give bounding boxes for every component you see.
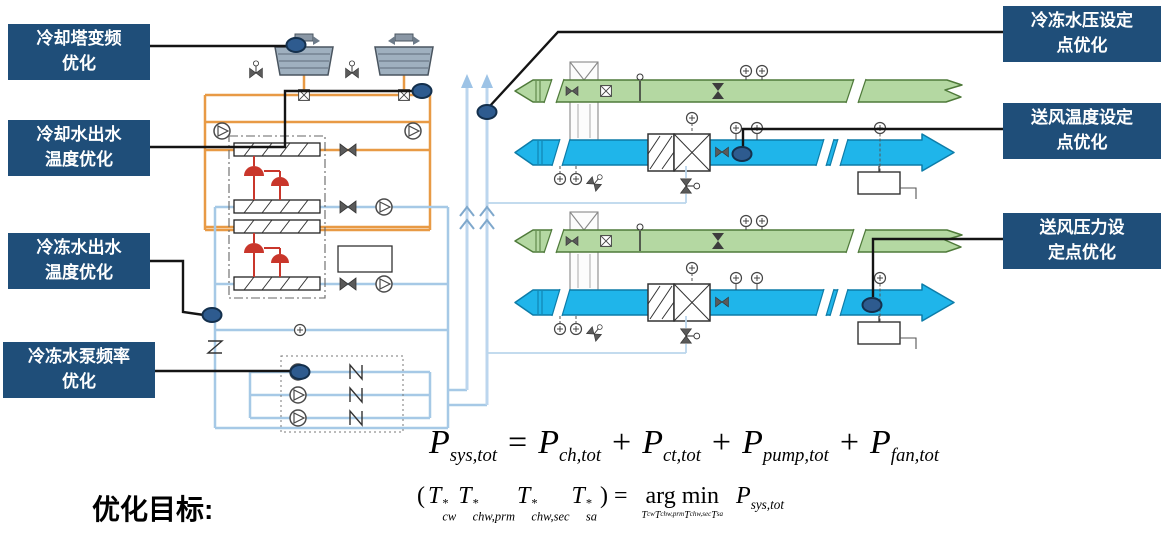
- callout-supply-air-temp-setpoint: 送风温度设定 点优化: [1003, 103, 1161, 159]
- callout-supply-air-pressure-setpoint: 送风压力设 定点优化: [1003, 213, 1161, 269]
- valve-icon: [339, 200, 357, 214]
- formula-term: Pch,tot: [538, 424, 602, 466]
- heat-exchanger-box: [337, 245, 393, 273]
- callout-line: 冷却水出水: [36, 125, 122, 145]
- formula-term: T*chw,prm: [458, 483, 515, 524]
- subscript: fan,tot: [890, 444, 940, 466]
- callout-line: 送风压力设: [1039, 218, 1125, 238]
- measurement-point-chilled-water-outlet: [201, 307, 223, 323]
- formula-term: Psys,tot: [736, 483, 785, 512]
- callout-line: 点优化: [1056, 133, 1108, 152]
- measurement-point-cooling-water-outlet: [411, 83, 433, 99]
- formula-term: Pfan,tot: [870, 424, 940, 466]
- chilled-water-risers: [459, 74, 495, 405]
- callout-line: 优化: [62, 372, 96, 391]
- callout-line: 点优化: [1056, 36, 1108, 55]
- valve-icon: [339, 143, 357, 157]
- callout-line: 冷却塔变频: [36, 29, 122, 49]
- chw-pump-icon: [289, 386, 307, 404]
- open-paren: (: [417, 483, 425, 509]
- callout-chilled-water-outlet-temp: 冷冻水出水 温度优化: [8, 233, 150, 289]
- callout-cooling-tower-vfd: 冷却塔变频 优化: [8, 24, 150, 80]
- chw-pump-group: [280, 355, 404, 433]
- subscript: ct,tot: [663, 444, 701, 466]
- formula-term: T*chw,sec: [516, 483, 570, 524]
- operator: +: [612, 424, 632, 461]
- power-formula: Psys,tot = Pch,tot + Pct,tot + Ppump,tot…: [428, 424, 940, 467]
- subscript: sys,tot: [750, 496, 785, 512]
- callout-line: 温度优化: [45, 263, 113, 282]
- secondary-pump-icon: [375, 198, 393, 216]
- chiller-plant: [203, 33, 487, 433]
- callout-line: 冷冻水泵频率: [28, 347, 130, 367]
- operator: =: [508, 424, 528, 461]
- close-paren: ) =: [599, 483, 628, 509]
- subscript: pump,tot: [762, 444, 829, 466]
- measurement-point-chw-pump: [289, 364, 311, 380]
- ahu-unit-1: [487, 62, 962, 203]
- callout-line: 温度优化: [45, 150, 113, 169]
- chw-pump-icon: [289, 409, 307, 427]
- valve-icon: [339, 277, 357, 291]
- measurement-point-supply-air-pressure: [861, 297, 883, 313]
- measurement-point-chw-pressure: [476, 104, 498, 120]
- formula-term: T*cw: [428, 483, 457, 524]
- callout-chw-pressure-setpoint: 冷冻水压设定 点优化: [1003, 6, 1161, 62]
- condenser-pump-icon: [213, 122, 231, 140]
- objective-label: 优化目标:: [92, 494, 214, 525]
- callout-line: 送风温度设定: [1031, 108, 1133, 128]
- subscript: sys,tot: [449, 444, 498, 466]
- callout-cooling-water-outlet-temp: 冷却水出水 温度优化: [8, 120, 150, 176]
- measurement-point-cooling-tower: [285, 37, 307, 53]
- operator: +: [839, 424, 859, 461]
- operator: +: [711, 424, 732, 461]
- formula-term: Ppump,tot: [742, 424, 829, 466]
- callout-chilled-water-pump-freq: 冷冻水泵频率 优化: [3, 342, 155, 398]
- subscript: ch,tot: [559, 444, 602, 466]
- secondary-pump-icon: [375, 275, 393, 293]
- sensor-icon: [293, 323, 307, 337]
- callout-connectors: [150, 30, 1003, 373]
- control-valve-icon: [250, 61, 263, 78]
- condenser-pump-icon: [404, 122, 422, 140]
- cooling-tower-icon: [374, 33, 434, 76]
- callout-line: 优化: [62, 54, 96, 73]
- control-valve-icon: [346, 61, 359, 78]
- formula-term: Pct,tot: [642, 424, 701, 466]
- formula-term: T*sa: [571, 483, 597, 524]
- callout-line: 定点优化: [1048, 243, 1116, 262]
- measurement-points: [201, 37, 883, 380]
- ahu-unit-2: [487, 212, 962, 353]
- callout-line: 冷冻水压设定: [1031, 11, 1133, 31]
- argmin-formula: ( T*cw T*chw,prm T*chw,sec T*sa ) = arg …: [415, 483, 785, 524]
- callout-line: 冷冻水出水: [36, 238, 122, 258]
- chillers: [228, 135, 326, 299]
- measurement-point-supply-air-temp: [731, 146, 753, 162]
- formula-term: Psys,tot: [429, 424, 498, 466]
